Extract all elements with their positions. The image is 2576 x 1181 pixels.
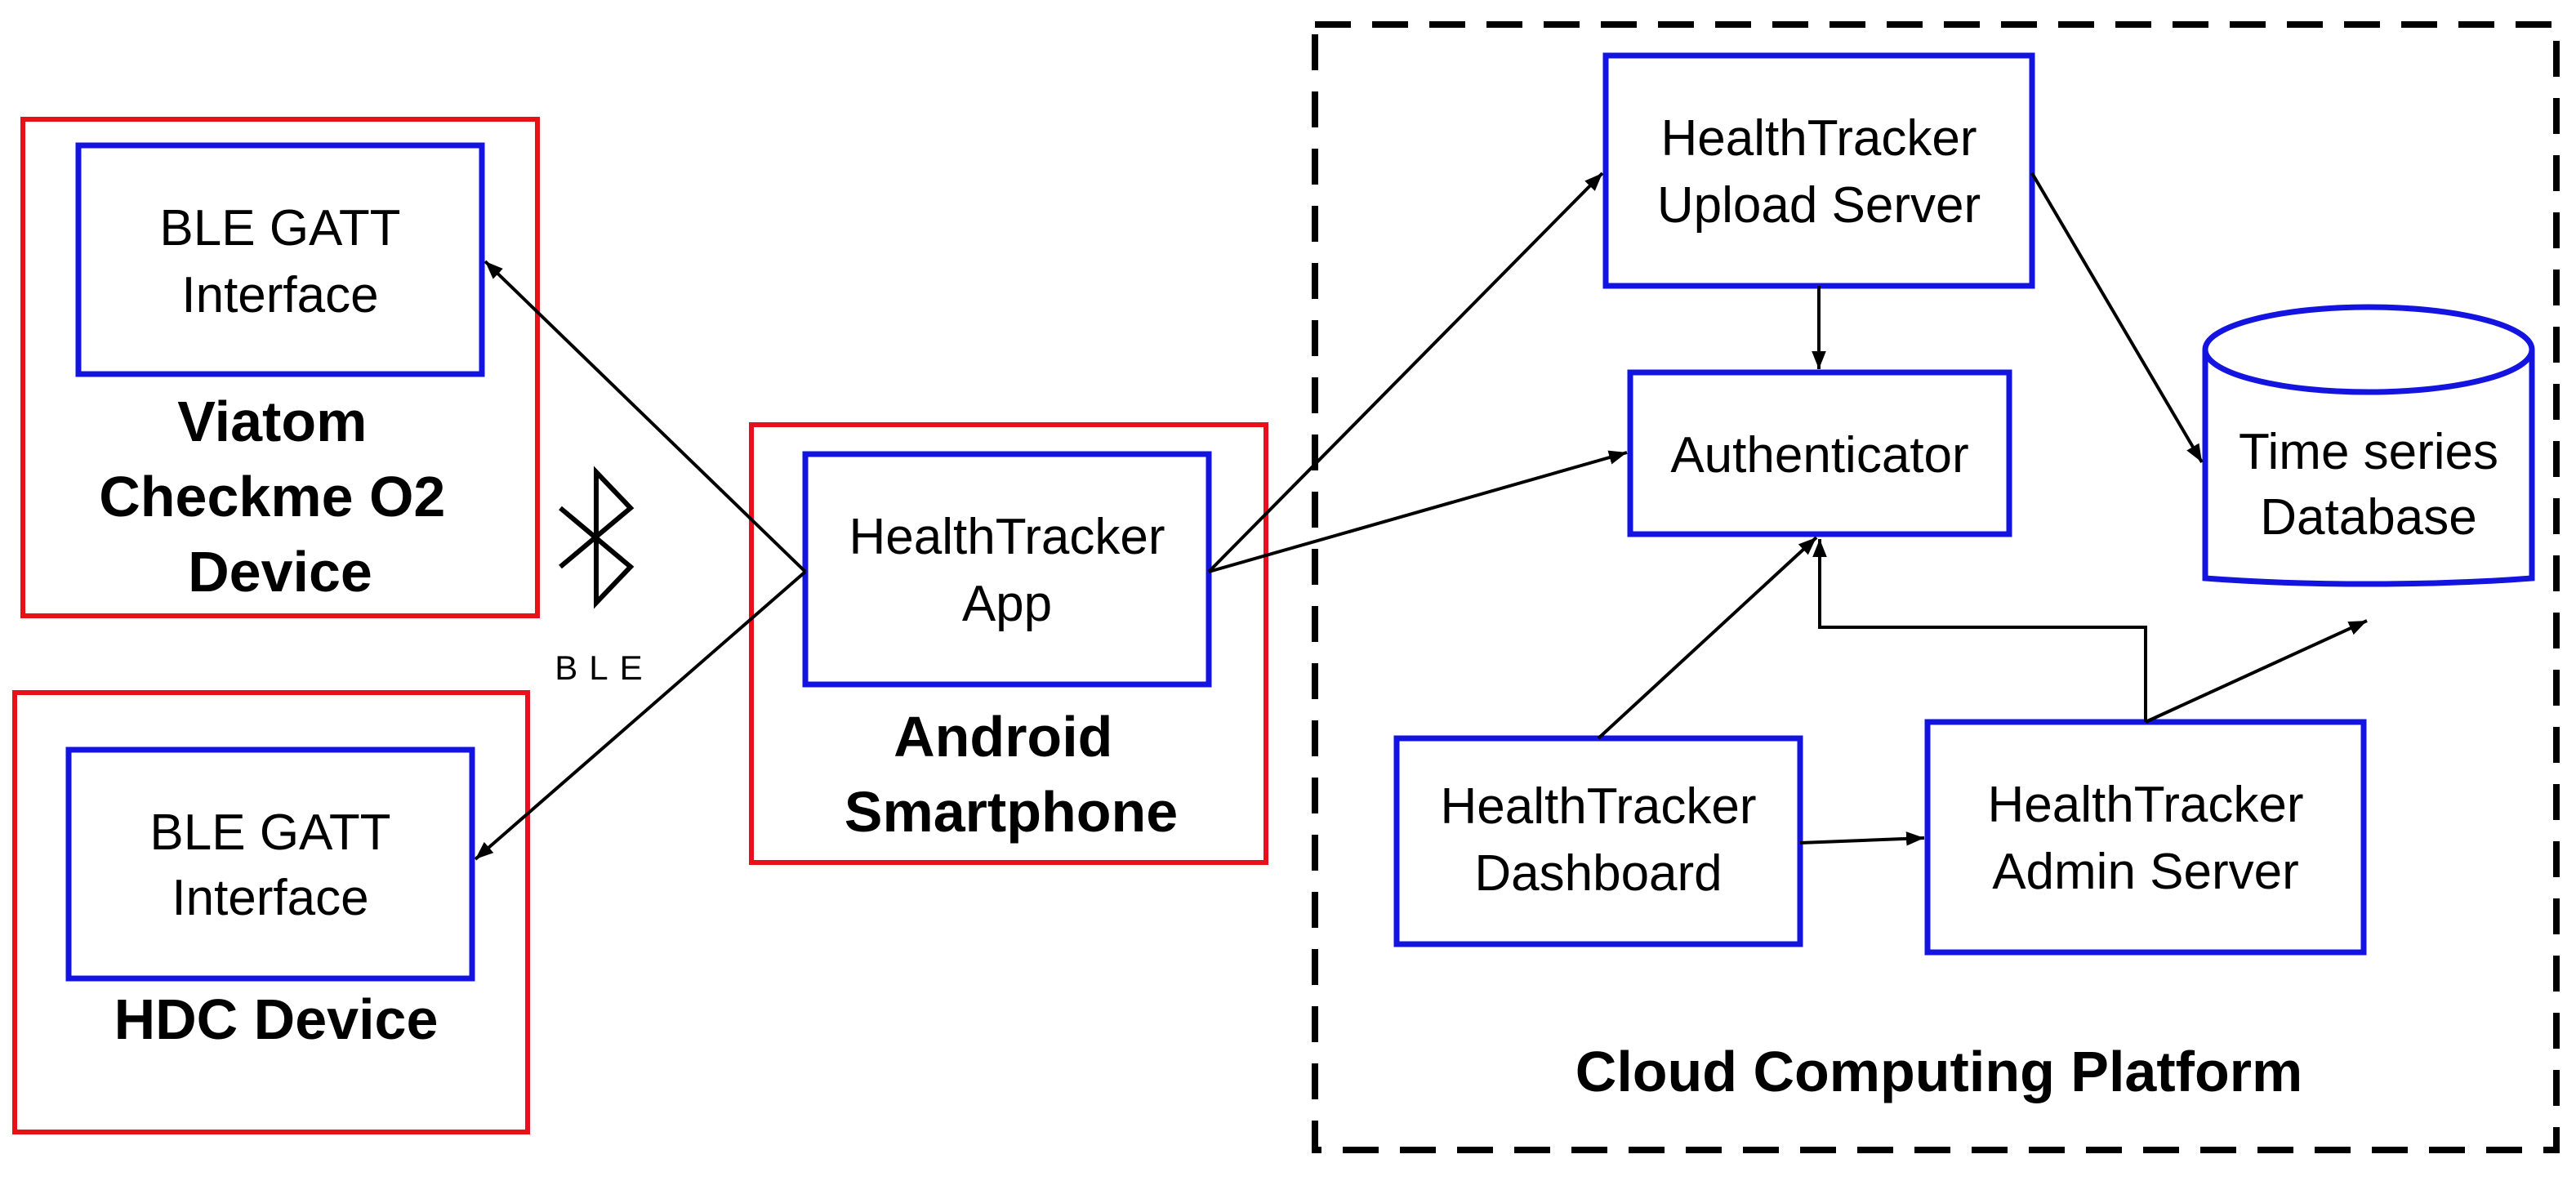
android-smartphone-frame <box>749 422 1268 865</box>
ble-gatt-hdc-line2: Interface <box>172 870 368 926</box>
viatom-title-line3: Device <box>188 540 372 604</box>
arrow-dashboard-to-authenticator <box>1597 536 1818 740</box>
android-title-line2: Smartphone <box>845 780 1178 844</box>
app-line2: App <box>962 576 1052 632</box>
admin-server-line1: HealthTracker <box>1987 777 2303 833</box>
admin-server[interactable] <box>1924 719 2367 956</box>
arrow-admin-to-database <box>2145 619 2368 724</box>
upload-server-line1: HealthTracker <box>1660 110 1977 167</box>
upload-server-line2: Upload Server <box>1657 177 1981 234</box>
viatom-title-line2: Checkme O2 <box>99 465 445 528</box>
android-title: Android Smartphone <box>845 705 1178 844</box>
healthtracker-app[interactable] <box>802 451 1212 688</box>
android-title-line1: Android <box>894 705 1112 769</box>
database-line1: Time series <box>2239 424 2498 480</box>
viatom-device-frame <box>20 117 540 618</box>
ble-gatt-hdc-line1: BLE GATT <box>149 804 390 861</box>
dashboard[interactable] <box>1393 735 1803 947</box>
authenticator-label: Authenticator <box>1670 427 1968 484</box>
hdc-device-frame <box>12 690 530 1134</box>
arrow-app-to-authenticator <box>1208 450 1628 573</box>
arrow-app-to-viatom <box>484 260 807 573</box>
connectors <box>474 172 2368 861</box>
ble-gatt-viatom-line1: BLE GATT <box>159 200 400 256</box>
ble-label: BLE <box>555 648 653 687</box>
viatom-device-group: BLE GATT Interface Viatom Checkme O2 Dev… <box>20 117 540 618</box>
cloud-platform-frame <box>1312 21 2560 1153</box>
time-series-database[interactable]: Time series Database <box>2202 304 2535 587</box>
ble-gatt-interface-hdc[interactable] <box>65 746 475 982</box>
arrow-app-to-upload-server <box>1207 172 1604 573</box>
database-line2: Database <box>2260 489 2476 546</box>
viatom-title-line1: Viatom <box>177 390 367 453</box>
ble-gatt-viatom-line2: Interface <box>181 267 378 323</box>
ble-gatt-interface-viatom[interactable] <box>75 142 485 377</box>
app-line1: HealthTracker <box>849 509 1165 565</box>
authenticator[interactable] <box>1627 369 2012 537</box>
upload-server[interactable] <box>1602 52 2035 289</box>
arrow-upload-to-database <box>2030 172 2204 464</box>
arrow-dashboard-to-admin <box>1799 831 1925 846</box>
viatom-device-title: Viatom Checkme O2 Device <box>99 390 461 604</box>
hdc-device-title: HDC Device <box>114 987 439 1051</box>
hdc-device-group: BLE GATT Interface HDC Device <box>12 690 530 1134</box>
arrow-admin-to-authenticator <box>1812 539 2147 722</box>
arrow-app-to-hdc <box>474 570 807 861</box>
android-smartphone-group: HealthTracker App Android Smartphone <box>749 422 1268 865</box>
admin-server-line2: Admin Server <box>1992 844 2299 900</box>
dashboard-line1: HealthTracker <box>1440 778 1756 835</box>
cloud-platform-title: Cloud Computing Platform <box>1575 1040 2302 1103</box>
dashboard-line2: Dashboard <box>1474 845 1722 902</box>
bluetooth-icon <box>559 466 635 609</box>
